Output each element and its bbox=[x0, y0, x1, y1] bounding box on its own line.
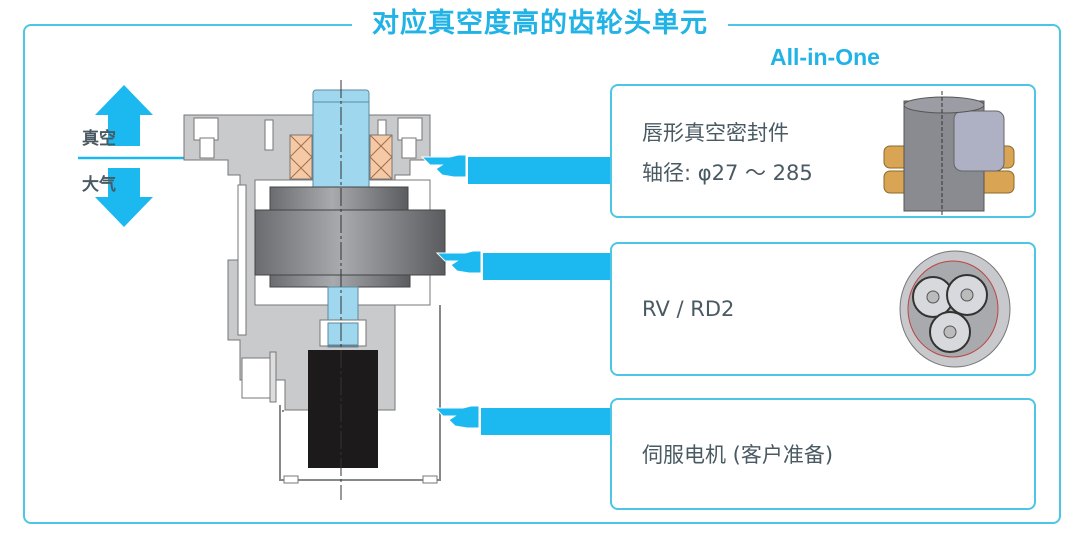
card-title: 唇形真空密封件 bbox=[642, 121, 789, 145]
pointing-hand-icon bbox=[435, 250, 482, 274]
arrow-up-icon bbox=[95, 85, 153, 146]
card-lip-seal: 唇形真空密封件 轴径: φ27 ～ 285 bbox=[610, 84, 1036, 218]
card-title: 伺服电机 (客户准备) bbox=[642, 443, 834, 467]
card-title: RV / RD2 bbox=[642, 297, 735, 321]
card-servo-motor: 伺服电机 (客户准备) bbox=[610, 398, 1036, 510]
rv-gear-reducer-image bbox=[899, 250, 1011, 368]
vacuum-atmosphere-indicator bbox=[78, 85, 200, 227]
connector-bar-motor bbox=[481, 408, 610, 435]
subtitle: All-in-One bbox=[770, 44, 880, 70]
rv-reducer-body bbox=[269, 186, 409, 213]
atmosphere-label: 大气 bbox=[82, 175, 116, 195]
servo-motor bbox=[308, 350, 378, 468]
pointing-hand-icon bbox=[433, 405, 480, 429]
connector-bar-seal bbox=[468, 157, 610, 184]
connector-bar-reducer bbox=[483, 253, 610, 280]
arrow-down-icon bbox=[95, 168, 153, 227]
lip-vacuum-seal-image bbox=[883, 91, 1015, 216]
page-title: 对应真空度高的齿轮头单元 bbox=[352, 4, 728, 44]
card-detail: 轴径: φ27 ～ 285 bbox=[642, 161, 813, 185]
vacuum-label: 真空 bbox=[82, 129, 116, 149]
gearhead-cross-section bbox=[183, 80, 446, 500]
pointing-hand-icon bbox=[420, 154, 467, 178]
bearing-icon bbox=[289, 134, 393, 180]
card-rv-reducer: RV / RD2 bbox=[610, 242, 1036, 376]
